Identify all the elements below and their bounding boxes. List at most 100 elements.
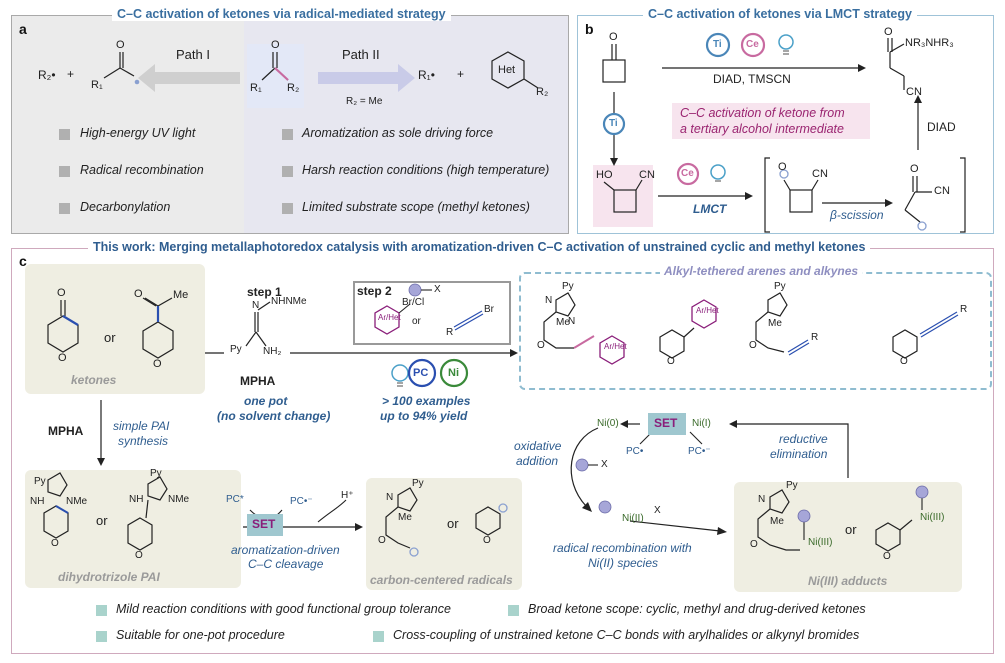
h-plus-label: H⁺ — [341, 490, 354, 501]
no-solvent-change: (no solvent change) — [217, 409, 331, 423]
adducts-box — [734, 482, 962, 592]
product1-o: O — [537, 340, 545, 351]
bullet-square-teal — [373, 631, 384, 642]
product4-r: R — [960, 304, 968, 315]
pyranone-structure — [47, 300, 79, 353]
step2-r: R — [446, 327, 454, 338]
ti-label-down: Ti — [609, 118, 618, 129]
pai1-nh: NH — [30, 496, 45, 507]
product-pyran-aryl — [659, 327, 695, 359]
product-aryl-ring-2 — [691, 299, 717, 329]
product3-o: O — [749, 340, 757, 351]
cyclobutanol-ho: HO — [596, 169, 613, 181]
bullet-square — [282, 129, 293, 140]
path-ii-arrow — [318, 64, 415, 92]
bullet-a-right-2: Harsh reaction conditions (high temperat… — [302, 163, 550, 177]
ketones-label: ketones — [71, 373, 117, 387]
pai1-py: Py — [34, 476, 46, 487]
alkyl-sphere-icon-ni3b — [915, 485, 929, 499]
panel-b-title: C–C activation of ketones via LMCT strat… — [643, 7, 917, 21]
ketone-highlight — [247, 44, 304, 108]
alkyl-sphere-icon-ni3a — [797, 509, 811, 523]
or-adducts: or — [845, 522, 857, 537]
bullet-square — [59, 166, 70, 177]
adduct-ni3-b: Ni(III) — [920, 512, 945, 523]
radical-n: N — [386, 492, 394, 503]
alkoxy-radical-structure — [783, 179, 819, 213]
examples-label: > 100 examples — [382, 394, 471, 408]
pai2-nh: NH — [129, 494, 144, 505]
pyranone-o: O — [57, 287, 66, 299]
product-aryl-ring — [599, 335, 625, 365]
step2-box — [353, 281, 511, 345]
panel-b-label: b — [585, 21, 594, 37]
ketone-r2: R₂ — [287, 82, 300, 94]
step2-arhet: Ar/Het — [378, 313, 401, 322]
alkynyl-bromide-structure — [453, 310, 484, 331]
radical-me: Me — [398, 512, 412, 523]
yield-label: up to 94% yield — [380, 409, 468, 423]
radicals-label: carbon-centered radicals — [370, 573, 513, 587]
cyclobutanol-structure — [603, 179, 643, 213]
pai-structure-1 — [43, 472, 69, 539]
ti-cycle-icon-down — [602, 112, 626, 136]
product2-o: O — [667, 356, 675, 367]
highlight-line-2: a tertiary alcohol intermediate — [680, 122, 844, 136]
ce-cycle-icon-lmct — [676, 162, 700, 186]
mpha-nhnme: NHNMe — [271, 296, 307, 307]
bullet-c-4: Cross-coupling of unstrained ketone C–C … — [393, 628, 860, 642]
pc-star-label: PC* — [226, 494, 244, 505]
mpha-label: MPHA — [240, 374, 276, 388]
set-box — [247, 514, 283, 536]
top-reagents: DIAD, TMSCN — [713, 72, 791, 86]
bullet-a-right-1: Aromatization as sole driving force — [302, 126, 494, 140]
pyranone-ring-o: O — [58, 352, 67, 364]
ce-cycle-icon — [740, 32, 766, 58]
lmct-label: LMCT — [693, 202, 727, 216]
adduct-o: O — [750, 539, 758, 550]
pc-label: PC — [413, 367, 429, 379]
pc-cycle-icon — [407, 358, 437, 388]
product-alkyne-2 — [919, 311, 959, 338]
bullet-c-2: Broad ketone scope: cyclic, methyl and d… — [528, 602, 866, 616]
mpha-nh2: NH₂ — [263, 346, 282, 357]
radical-pyran-o: O — [483, 535, 491, 546]
radical-py: Py — [412, 478, 424, 489]
bullet-square-teal — [96, 631, 107, 642]
light-bulb-icon-c — [391, 364, 409, 387]
bullet-c-3: Suitable for one-pot procedure — [116, 628, 285, 642]
acyl-nitrile-radical-structure — [904, 176, 932, 223]
ni0-label: Ni(0) — [597, 418, 619, 429]
bullet-a-left-3: Decarbonylation — [80, 200, 171, 214]
recomb-line-1: radical recombination with — [553, 541, 692, 555]
reductive-line-1: reductive — [779, 432, 828, 446]
path-ii-label: Path II — [342, 47, 380, 62]
or-pai: or — [96, 513, 108, 528]
or-radicals: or — [447, 516, 459, 531]
bullet-c-1: Mild reaction conditions with good funct… — [116, 602, 451, 616]
panel-a-label: a — [19, 21, 27, 37]
ni3-adduct-pyran — [875, 519, 913, 552]
ni-cycle-icon — [439, 358, 469, 388]
alkyl-sphere-icon-ni2 — [598, 500, 612, 514]
acyl-r1: R₁ — [91, 79, 103, 91]
radicals-box — [366, 478, 522, 590]
pc-dot-label: PC• — [626, 446, 644, 457]
methyl-ketone-me: Me — [173, 289, 189, 301]
product3-py: Py — [774, 281, 786, 292]
cyclobutanol-cn: CN — [639, 169, 655, 181]
arene-r2: R₂ — [536, 86, 549, 98]
adduct-me: Me — [770, 516, 784, 527]
product-pyran-alkyne — [892, 329, 918, 359]
step2-brcl: Br/Cl — [402, 297, 425, 308]
panel-c-label: c — [19, 253, 27, 269]
adduct-n: N — [758, 494, 766, 505]
alkyl-sphere-icon — [408, 283, 422, 297]
r1-radical: R₁• — [418, 68, 435, 82]
plus-right: + — [457, 67, 465, 81]
r2-radical: R₂• — [38, 68, 56, 82]
bullet-a-left-2: Radical recombination — [80, 163, 204, 177]
panel-c-title: This work: Merging metallaphotoredox cat… — [88, 240, 871, 254]
